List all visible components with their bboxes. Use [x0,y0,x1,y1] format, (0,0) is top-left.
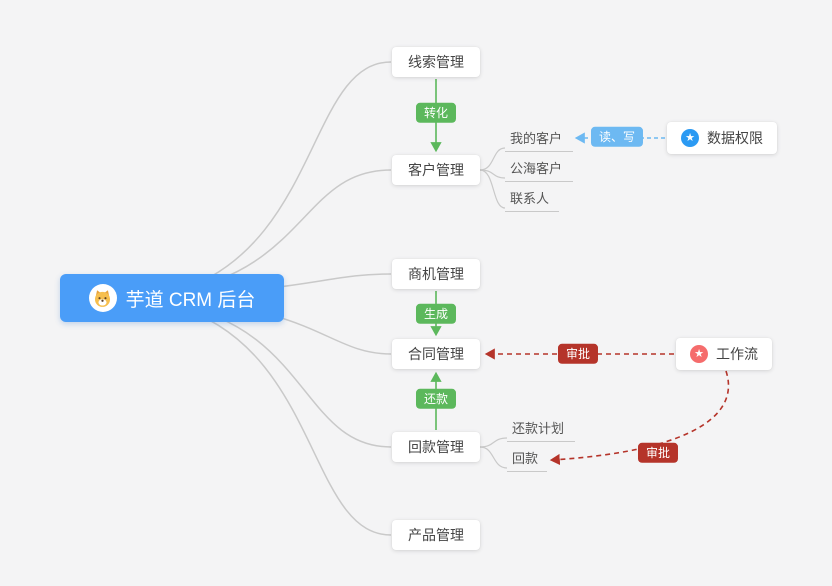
connector-receivable [174,304,392,448]
badge-generate: 生成 [415,303,457,325]
node-label: 线索管理 [408,54,464,70]
leaf-public-customer[interactable]: 公海客户 [505,156,573,182]
node-workflow[interactable]: ★ 工作流 [676,338,772,370]
node-label: 回款管理 [408,439,464,455]
leaf-connectors [479,147,508,469]
connector-lead [174,61,392,293]
node-product-management[interactable]: 产品管理 [392,520,480,550]
badge-read-write: 读、写 [590,126,644,148]
node-lead-management[interactable]: 线索管理 [392,47,480,77]
leaf-my-customer[interactable]: 我的客户 [505,126,573,152]
connector-contact [479,169,506,209]
node-opportunity-management[interactable]: 商机管理 [392,259,480,289]
badge-repay: 还款 [415,388,457,410]
node-receivable-management[interactable]: 回款管理 [392,432,480,462]
connector-payment [479,446,508,469]
leaf-repayment-plan[interactable]: 还款计划 [507,416,575,442]
leaf-payment[interactable]: 回款 [507,446,547,472]
node-data-permission[interactable]: ★ 数据权限 [667,122,777,154]
star-icon: ★ [681,129,699,147]
connector-public-customer [479,169,506,179]
root-node[interactable]: 芋道 CRM 后台 [60,274,284,322]
node-label: 产品管理 [408,527,464,543]
node-customer-management[interactable]: 客户管理 [392,155,480,185]
node-label: 商机管理 [408,266,464,282]
node-label: 客户管理 [408,162,464,178]
badge-approve-contract: 审批 [557,343,599,365]
root-label: 芋道 CRM 后台 [125,289,256,311]
badge-approve-receivable: 审批 [637,442,679,464]
dog-icon [88,284,117,312]
node-label: 数据权限 [707,130,763,146]
star-icon: ★ [690,345,708,363]
node-label: 合同管理 [408,346,464,362]
leaf-contact[interactable]: 联系人 [505,186,559,212]
node-contract-management[interactable]: 合同管理 [392,339,480,369]
connector-product [174,305,392,536]
connector-repay-plan [479,437,508,448]
connector-my-customer [479,147,506,171]
badge-convert: 转化 [415,102,457,124]
node-label: 工作流 [716,346,758,362]
